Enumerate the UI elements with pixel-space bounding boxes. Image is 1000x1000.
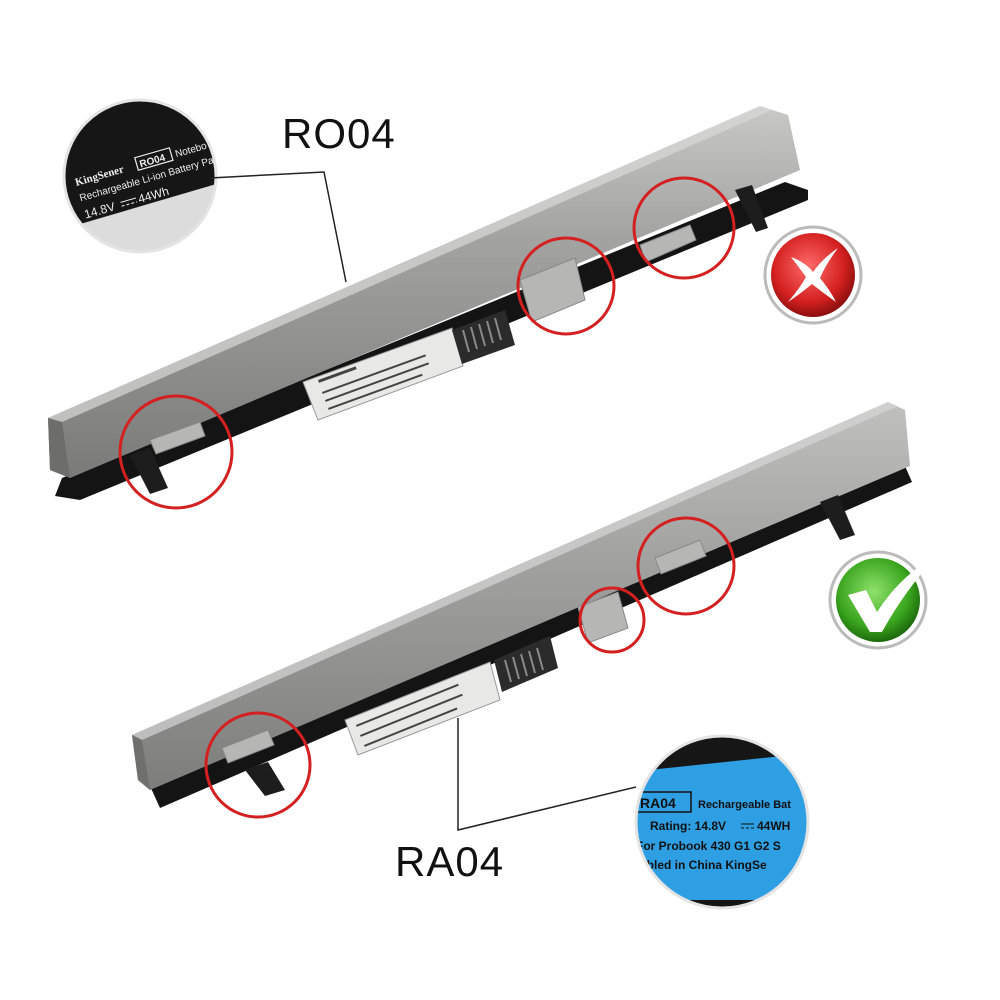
ra04-capacity: 44WH	[757, 819, 790, 833]
battery-ra04	[132, 402, 912, 819]
ro04-label-zoom: KingSener RO04 Notebo Rechargeable Li-io…	[62, 98, 218, 254]
ro04-leader-line	[209, 171, 347, 283]
ro04-model-label: RO04	[282, 110, 396, 157]
ra04-label-zoom: RA04 Rechargeable Bat Rating: 14.8V 44WH…	[634, 734, 810, 910]
ra04-rating: Rating: 14.8V	[650, 819, 726, 833]
battery-ro04	[48, 106, 808, 510]
ra04-model-label: RA04	[395, 838, 505, 885]
ra04-assembled: mbled in China KingSe	[636, 858, 767, 872]
ra04-leader-line	[457, 718, 637, 831]
ra04-head: Rechargeable Bat	[698, 799, 791, 811]
compatible-check-icon	[828, 550, 940, 650]
ra04-badge: RA04	[640, 795, 676, 811]
ra04-probook: For Probook 430 G1 G2 S	[636, 839, 781, 853]
incompatible-x-icon	[763, 225, 863, 325]
